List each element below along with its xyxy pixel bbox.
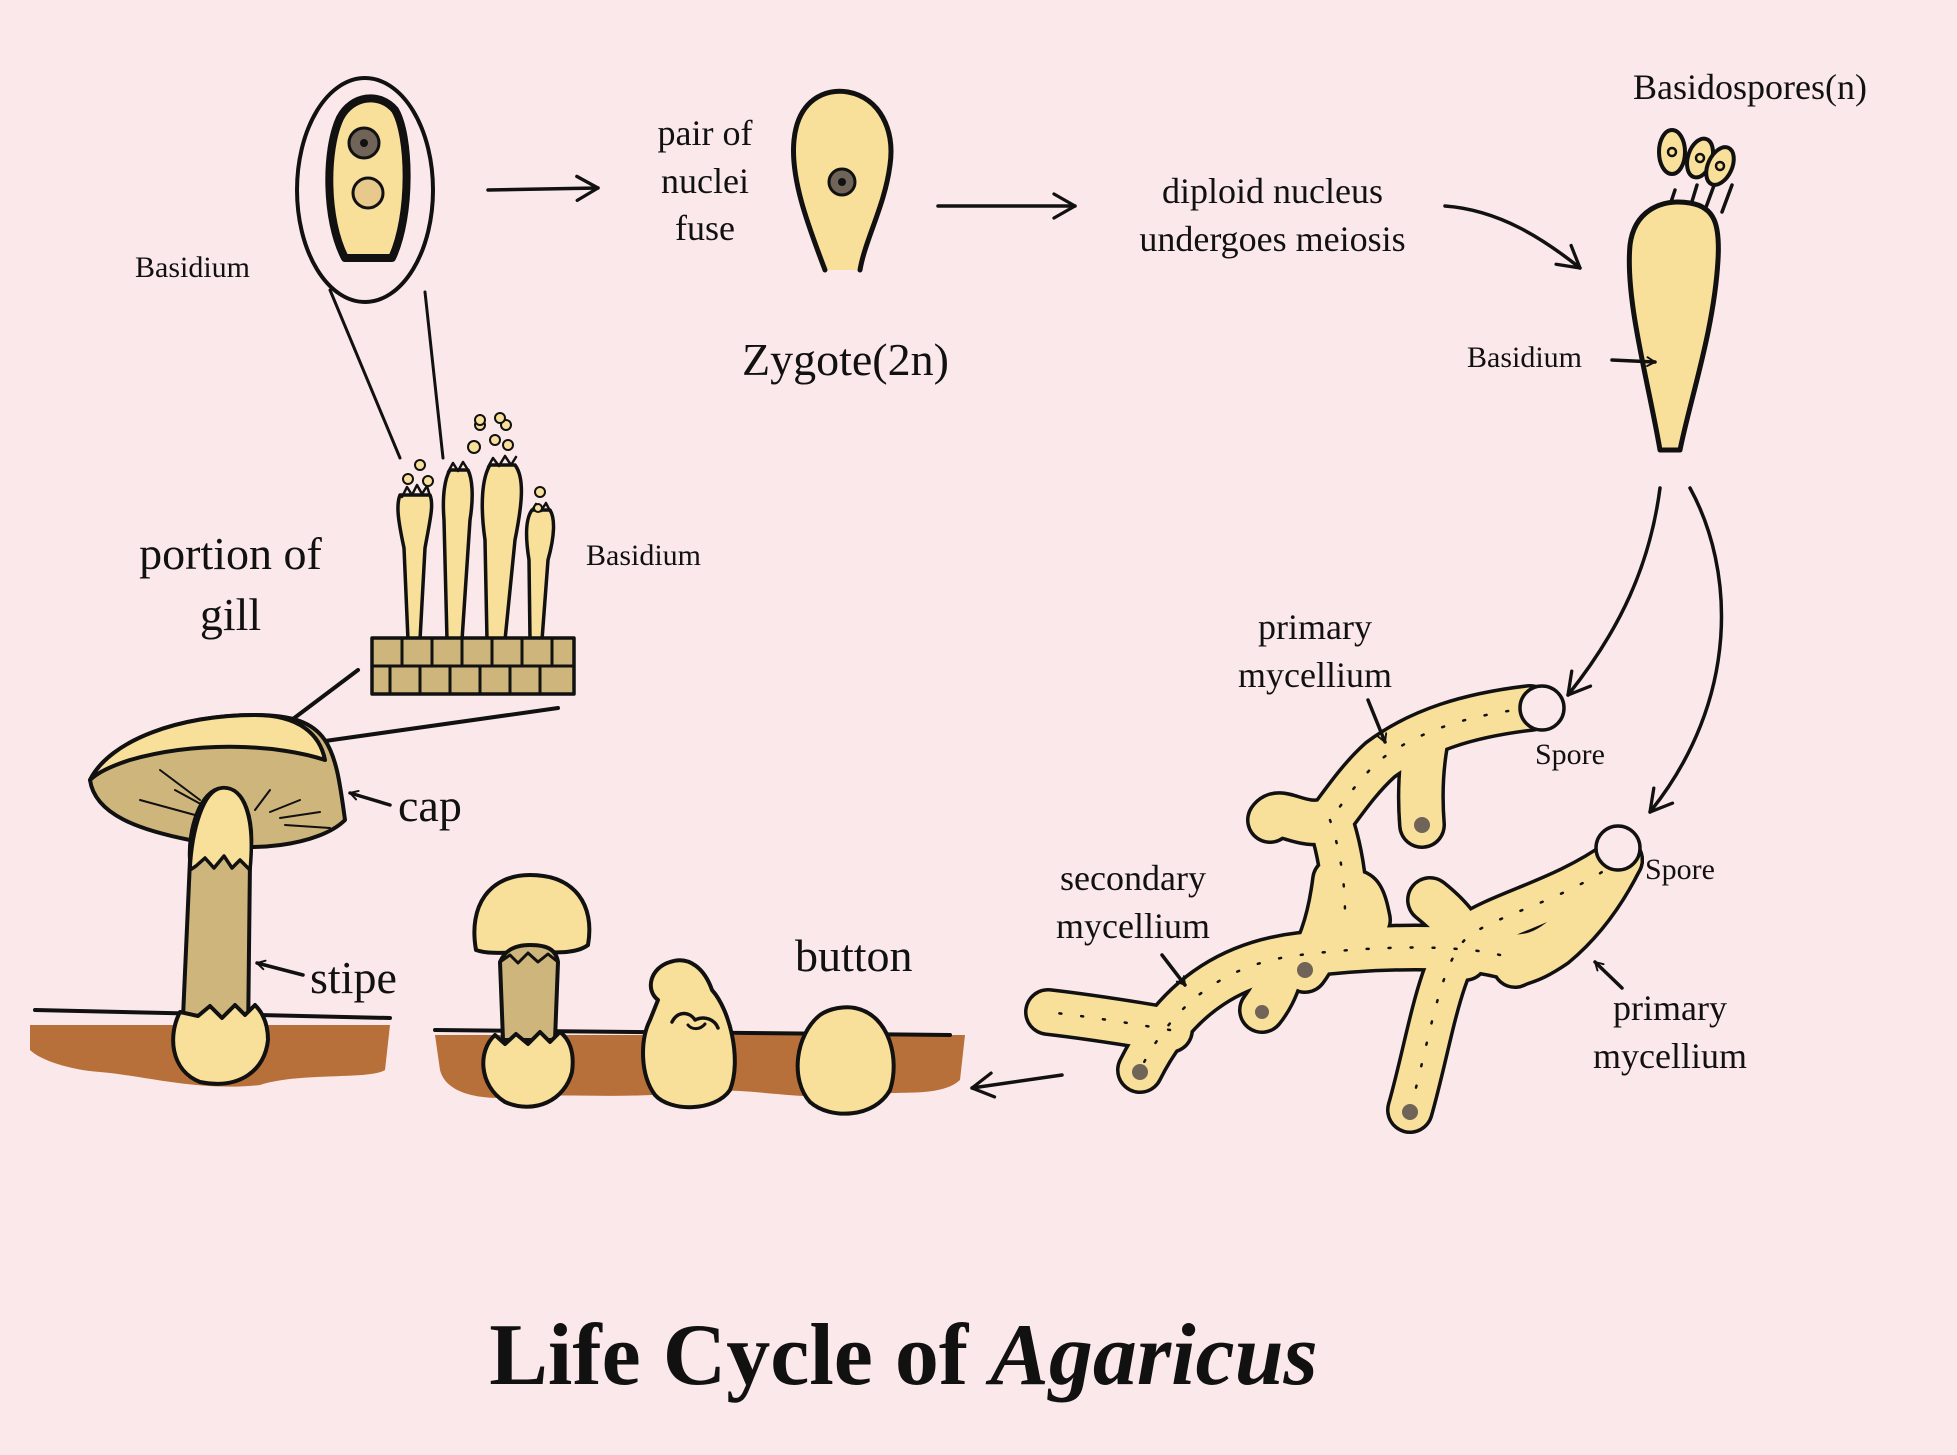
magnified-basidium [295,76,445,460]
cap-label: cap [398,780,462,831]
spore-circle-right [1594,824,1642,872]
spore-label-top: Spore [1535,738,1605,771]
pointer-arrows [255,356,1657,990]
developing-button [641,958,737,1110]
mature-mushroom [88,713,347,1086]
cycle-arrows [486,174,1724,1099]
zygote-label: Zygote(2n) [742,334,949,385]
basidium-label-gill: Basidium [586,539,702,572]
stipe-label: stipe [310,952,397,1003]
spore-circle-top [1518,684,1566,732]
button-label: button [795,930,913,981]
primary-mycellium-label-top: primary mycellium [1238,607,1392,695]
pair-of-nuclei-fuse-label: pair of nuclei fuse [657,113,753,249]
primary-mycellium-label-bottom: primary mycellium [1593,988,1747,1076]
basidium-label-top: Basidium [135,251,251,284]
basidospores-label: Basidospores(n) [1633,67,1867,107]
secondary-mycellium-label: secondary mycellium [1056,858,1210,946]
button-mushroom [795,1005,896,1116]
title-prefix: Life Cycle of [489,1307,991,1404]
title-genus: Agaricus [990,1307,1318,1404]
diagram-title: Life Cycle of Agaricus [0,1305,1807,1406]
young-mushroom [472,873,592,1109]
gill-portion [283,412,576,744]
spore-label-right: Spore [1645,853,1715,886]
zygote-cell [790,88,894,273]
portion-of-gill-label: portion of gill [139,528,322,640]
basidium-with-spores [1626,128,1736,453]
diploid-nucleus-label: diploid nucleus undergoes meiosis [1139,171,1406,259]
mycelium [1024,684,1644,1134]
basidium-label-right: Basidium [1467,341,1583,374]
